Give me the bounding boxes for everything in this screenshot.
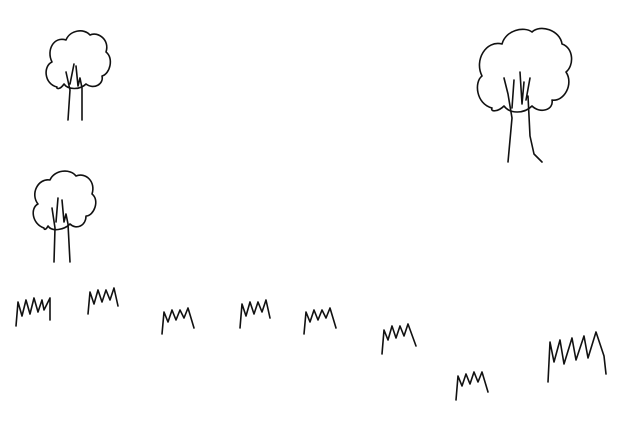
tree-top-right bbox=[476, 27, 573, 163]
grass-tuft bbox=[455, 371, 489, 401]
tree-middle-left bbox=[32, 170, 97, 263]
grass-tuft bbox=[381, 323, 417, 355]
grass-tuft bbox=[15, 297, 51, 327]
grass-tuft bbox=[547, 331, 607, 383]
grass-tuft bbox=[87, 287, 119, 315]
grass-tuft bbox=[239, 299, 271, 329]
grass-tufts bbox=[15, 287, 607, 401]
tree-canopy bbox=[45, 30, 112, 90]
tree-top-left bbox=[45, 30, 112, 121]
tree-trunk bbox=[51, 197, 71, 263]
tree-trunk bbox=[503, 71, 543, 163]
tree-trunk bbox=[65, 63, 83, 121]
grass-tuft bbox=[161, 307, 195, 335]
tree-canopy bbox=[476, 27, 573, 113]
grass-tuft bbox=[303, 307, 337, 335]
tree-canopy bbox=[32, 170, 97, 231]
